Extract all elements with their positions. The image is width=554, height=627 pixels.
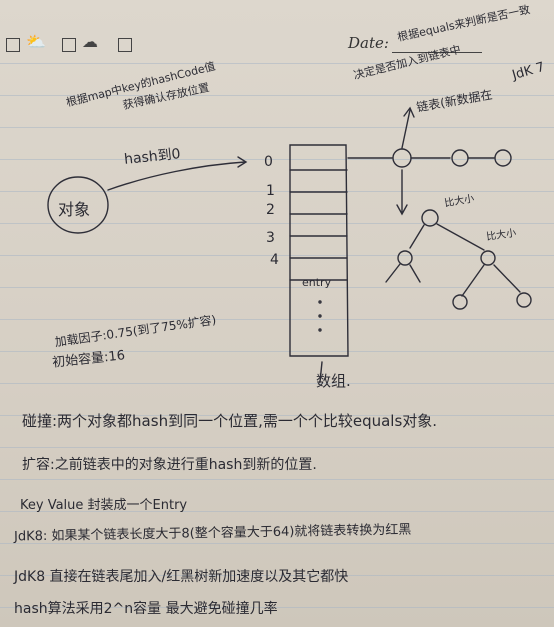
weather-checkbox	[118, 38, 132, 52]
jdk8-note-line2: JdK8 直接在链表尾加入/红黑树新加速度以及其它都快	[14, 569, 349, 585]
weather-checkbox	[62, 38, 76, 52]
hash-arrow	[107, 161, 246, 191]
chain-node-1	[392, 148, 412, 168]
index-0: 0	[264, 154, 273, 170]
chain-node-3	[494, 149, 512, 167]
array-label: 数组.	[316, 372, 351, 390]
list-label-arrow	[401, 109, 411, 149]
date-label: Date:	[348, 34, 389, 52]
entry-label: entry	[302, 276, 332, 289]
array-label-arrow	[319, 361, 323, 383]
object-label: 对象	[58, 200, 91, 219]
index-3: 3	[266, 230, 275, 246]
chain-node-2	[451, 149, 469, 167]
collision-note: 碰撞:两个对象都hash到同一个位置,需一个个比较equals对象.	[22, 412, 438, 430]
cloud-icon: ☁	[82, 32, 98, 51]
index-1: 1	[266, 183, 275, 199]
tree-node-left	[397, 250, 413, 266]
hash-note: hash算法采用2^n容量 最大避免碰撞几率	[14, 601, 278, 617]
index-2: 2	[266, 202, 275, 218]
sun-cloud-icon: ⛅	[26, 32, 46, 51]
tree-node-right	[480, 250, 496, 266]
tree-leaf-2	[516, 292, 532, 308]
weather-checkbox	[6, 38, 20, 52]
object-circle	[47, 176, 109, 234]
resize-note: 扩容:之前链表中的对象进行重hash到新的位置.	[22, 457, 317, 473]
date-underline	[392, 52, 482, 53]
tree-leaf-1	[452, 294, 468, 310]
index-4: 4	[270, 252, 279, 268]
array-box	[289, 144, 349, 357]
tree-root-node	[421, 209, 439, 227]
entry-note: Key Value 封装成一个Entry	[20, 498, 188, 513]
